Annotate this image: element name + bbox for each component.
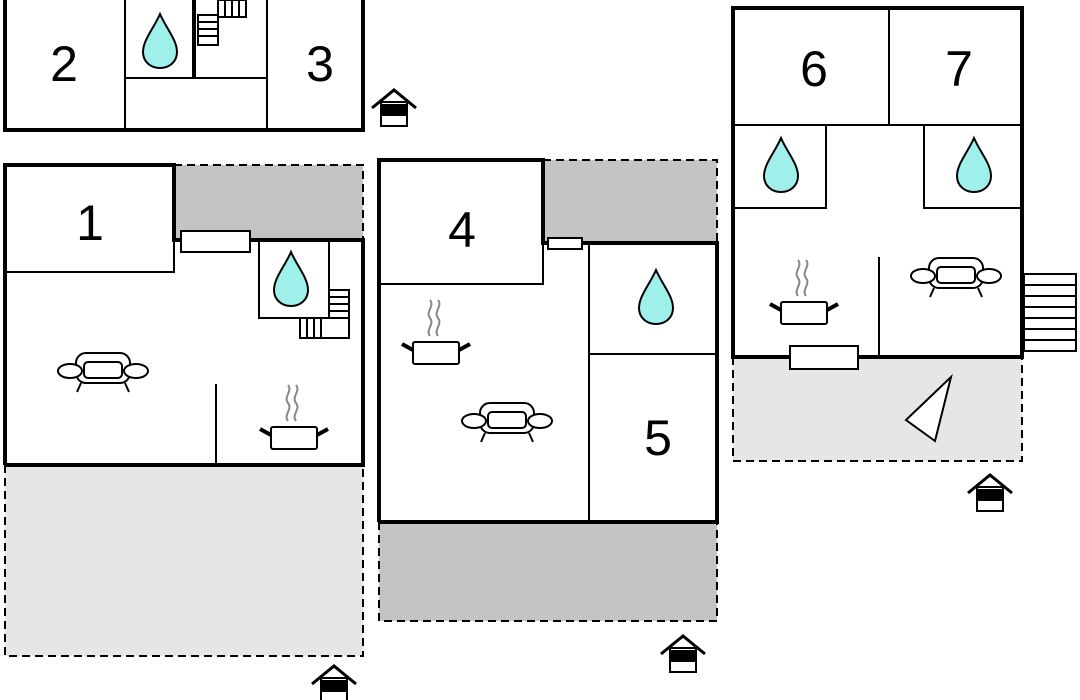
hall-wall (194, 0, 267, 79)
house-entrance-icon (966, 473, 1014, 513)
bathroom-wall (125, 0, 194, 79)
window-icon (180, 230, 251, 253)
room-label-4: 4 (448, 202, 476, 258)
terrace-open (5, 465, 363, 656)
house-entrance-icon (659, 634, 707, 674)
water-drop-icon (956, 137, 992, 193)
terrace-open (733, 357, 1022, 461)
sofa-icon (910, 257, 1002, 298)
cooking-pot-icon (768, 258, 840, 326)
water-drop-icon (142, 13, 178, 69)
plan-upper-outer-wall (3, 0, 365, 132)
plan-upper-floor: 2 3 (3, 0, 418, 132)
north-arrow-icon (904, 373, 953, 443)
house-entrance-icon (310, 664, 358, 700)
house-entrance-icon (370, 88, 418, 128)
unit-6-outer-wall (731, 6, 1024, 359)
room-label-3: 3 (306, 36, 334, 92)
plan-unit-4: 4 5 (377, 158, 719, 674)
cooking-pot-icon (258, 383, 330, 451)
terrace-covered (379, 522, 717, 621)
sofa-icon (461, 402, 553, 443)
water-drop-icon (763, 137, 799, 193)
water-drop-icon (273, 251, 309, 307)
sofa-icon (57, 352, 149, 393)
window-icon (547, 237, 583, 250)
staircase-icon (1023, 273, 1077, 352)
staircase-icon (299, 289, 350, 339)
cooking-pot-icon (400, 298, 472, 366)
room-label-5: 5 (644, 410, 672, 466)
room-label-6: 6 (800, 41, 828, 97)
room-label-2: 2 (50, 36, 78, 92)
window-icon (789, 345, 859, 370)
room-label-1: 1 (76, 195, 104, 251)
plan-unit-1: 1 (3, 163, 365, 700)
plan-unit-6: 6 7 (731, 6, 1077, 513)
staircase-icon (197, 0, 247, 46)
terrace-covered (174, 165, 363, 240)
room-label-7: 7 (945, 41, 973, 97)
water-drop-icon (638, 269, 674, 325)
terrace-covered (543, 160, 717, 243)
